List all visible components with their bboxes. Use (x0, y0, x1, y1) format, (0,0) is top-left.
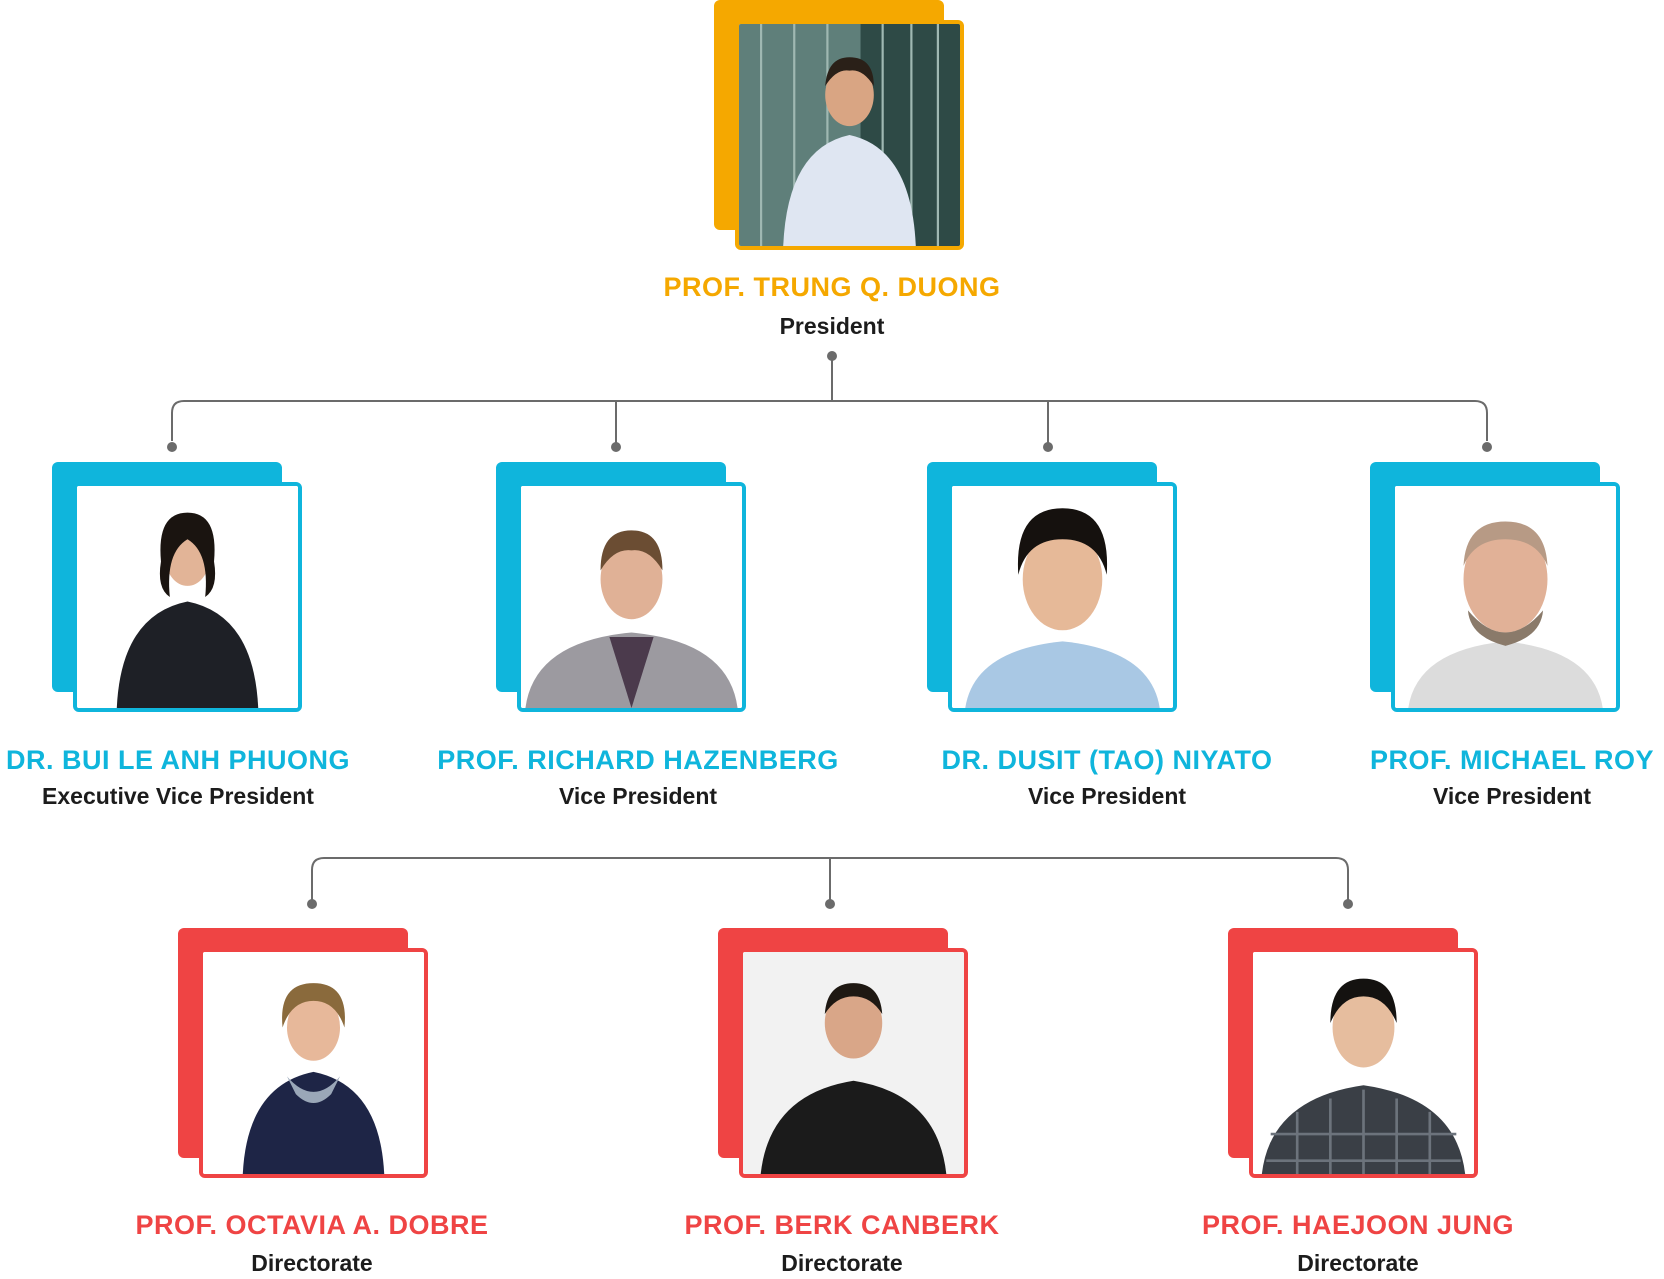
member-role: Directorate (781, 1250, 903, 1276)
member-role: Executive Vice President (42, 783, 314, 809)
person-portrait-icon (1249, 948, 1478, 1178)
member-role: Directorate (1297, 1250, 1419, 1276)
member-president: PROF. TRUNG Q. DUONG President (640, 0, 1024, 350)
member-name: DR. BUI LE ANH PHUONG (5, 745, 350, 775)
photo-card (52, 462, 302, 714)
member-name: PROF. MICHAEL ROY (1369, 745, 1655, 775)
connector-dot (1482, 442, 1492, 452)
person-portrait-icon (73, 482, 302, 712)
person-portrait-icon (199, 948, 428, 1178)
member-name: DR. DUSIT (TAO) NIYATO (941, 745, 1273, 775)
member-name: PROF. OCTAVIA A. DOBRE (135, 1210, 489, 1240)
photo-card (1228, 928, 1478, 1180)
member-name: PROF. HAEJOON JUNG (1201, 1210, 1515, 1240)
member-directorate: PROF. BERK CANBERK Directorate (660, 928, 1024, 1278)
person-portrait-icon (739, 948, 968, 1178)
person-portrait-icon (1391, 482, 1620, 712)
member-vice-president: DR. BUI LE ANH PHUONG Executive Vice Pre… (0, 462, 356, 812)
connector-dot (825, 899, 835, 909)
member-role: Vice President (1432, 783, 1592, 809)
connector-dot (1043, 442, 1053, 452)
member-role: Directorate (251, 1250, 373, 1276)
photo-card (496, 462, 746, 714)
connector-dot (1343, 899, 1353, 909)
member-name: PROF. BERK CANBERK (684, 1210, 1000, 1240)
connector-vp-bus (171, 400, 1488, 441)
photo-card (178, 928, 428, 1180)
member-directorate: PROF. HAEJOON JUNG Directorate (1176, 928, 1540, 1278)
connector-dot (611, 442, 621, 452)
member-vice-president: PROF. MICHAEL ROY Vice President (1360, 462, 1664, 812)
person-portrait-icon (517, 482, 746, 712)
person-portrait-icon (948, 482, 1177, 712)
member-name: PROF. RICHARD HAZENBERG (437, 745, 839, 775)
member-role: Vice President (1027, 783, 1187, 809)
member-role: Vice President (558, 783, 718, 809)
member-directorate: PROF. OCTAVIA A. DOBRE Directorate (106, 928, 518, 1278)
connector-dot (167, 442, 177, 452)
member-role: President (779, 313, 885, 339)
photo-card (927, 462, 1177, 714)
photo-card (1370, 462, 1620, 714)
member-vice-president: DR. DUSIT (TAO) NIYATO Vice President (890, 462, 1324, 812)
photo-card (714, 0, 964, 252)
person-portrait-icon (735, 20, 964, 250)
photo-card (718, 928, 968, 1180)
connector-dot (827, 351, 837, 361)
connector-dot (307, 899, 317, 909)
member-name: PROF. TRUNG Q. DUONG (663, 272, 1001, 302)
member-vice-president: PROF. RICHARD HAZENBERG Vice President (418, 462, 858, 812)
